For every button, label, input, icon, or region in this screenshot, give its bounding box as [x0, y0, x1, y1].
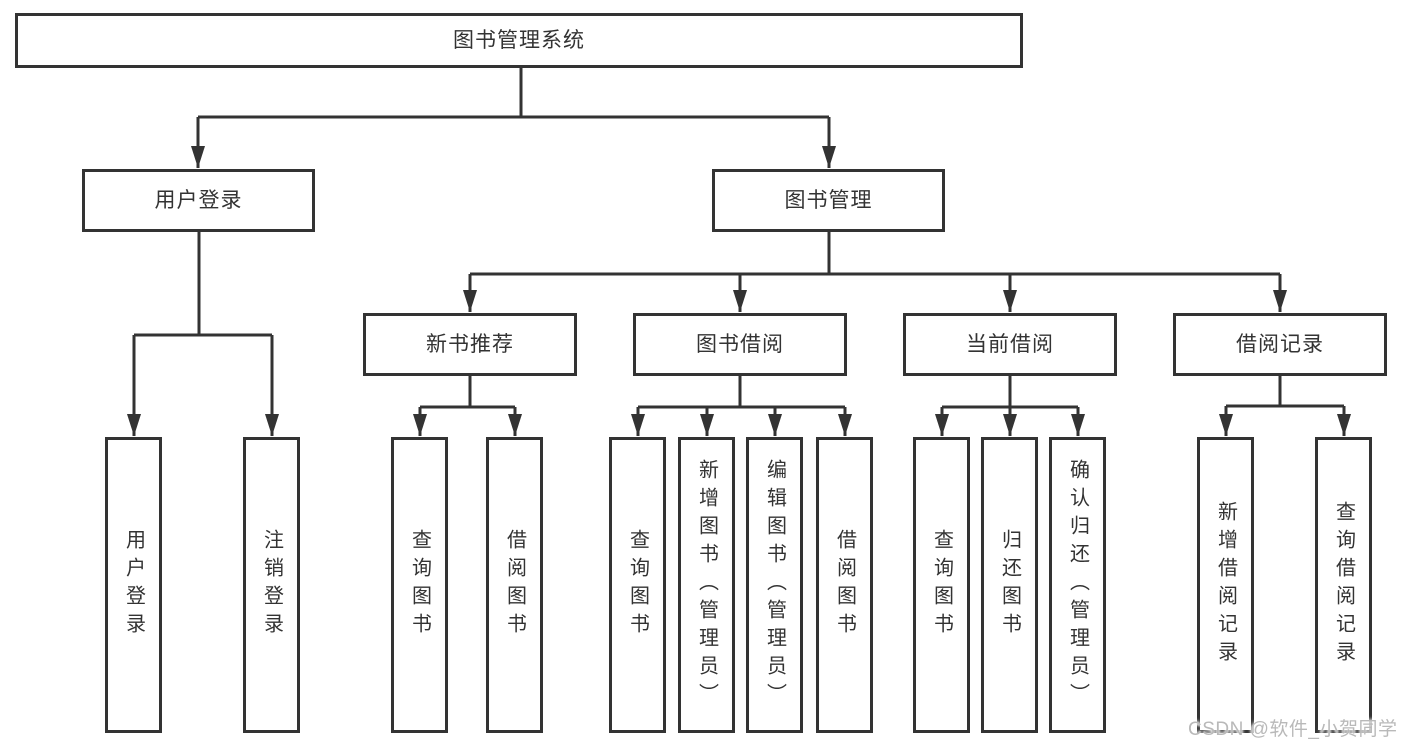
- node-current-borrowing: 当前借阅: [903, 313, 1117, 376]
- leaf-borrow-books-recommend: 借阅图书: [486, 437, 543, 733]
- node-book-management: 图书管理: [712, 169, 945, 232]
- connector-segments: [127, 68, 1351, 436]
- leaf-return-books: 归还图书: [981, 437, 1038, 733]
- leaf-add-borrow-record: 新增借阅记录: [1197, 437, 1254, 733]
- leaf-edit-books-admin: 编辑图书（管理员）: [746, 437, 803, 733]
- csdn-watermark: CSDN @软件_小贺同学: [1188, 719, 1398, 740]
- leaf-query-books-recommend: 查询图书: [391, 437, 448, 733]
- node-library-management-system: 图书管理系统: [15, 13, 1023, 68]
- leaf-query-books-borrow: 查询图书: [609, 437, 666, 733]
- node-user-login: 用户登录: [82, 169, 315, 232]
- leaf-add-books-admin: 新增图书（管理员）: [678, 437, 735, 733]
- leaf-query-borrow-record: 查询借阅记录: [1315, 437, 1372, 733]
- leaf-borrow-books: 借阅图书: [816, 437, 873, 733]
- leaf-user-login: 用户登录: [105, 437, 162, 733]
- node-book-borrowing: 图书借阅: [633, 313, 847, 376]
- leaf-query-books-current: 查询图书: [913, 437, 970, 733]
- leaf-logout: 注销登录: [243, 437, 300, 733]
- node-borrowing-records: 借阅记录: [1173, 313, 1387, 376]
- leaf-confirm-return-admin: 确认归还（管理员）: [1049, 437, 1106, 733]
- node-new-book-recommendation: 新书推荐: [363, 313, 577, 376]
